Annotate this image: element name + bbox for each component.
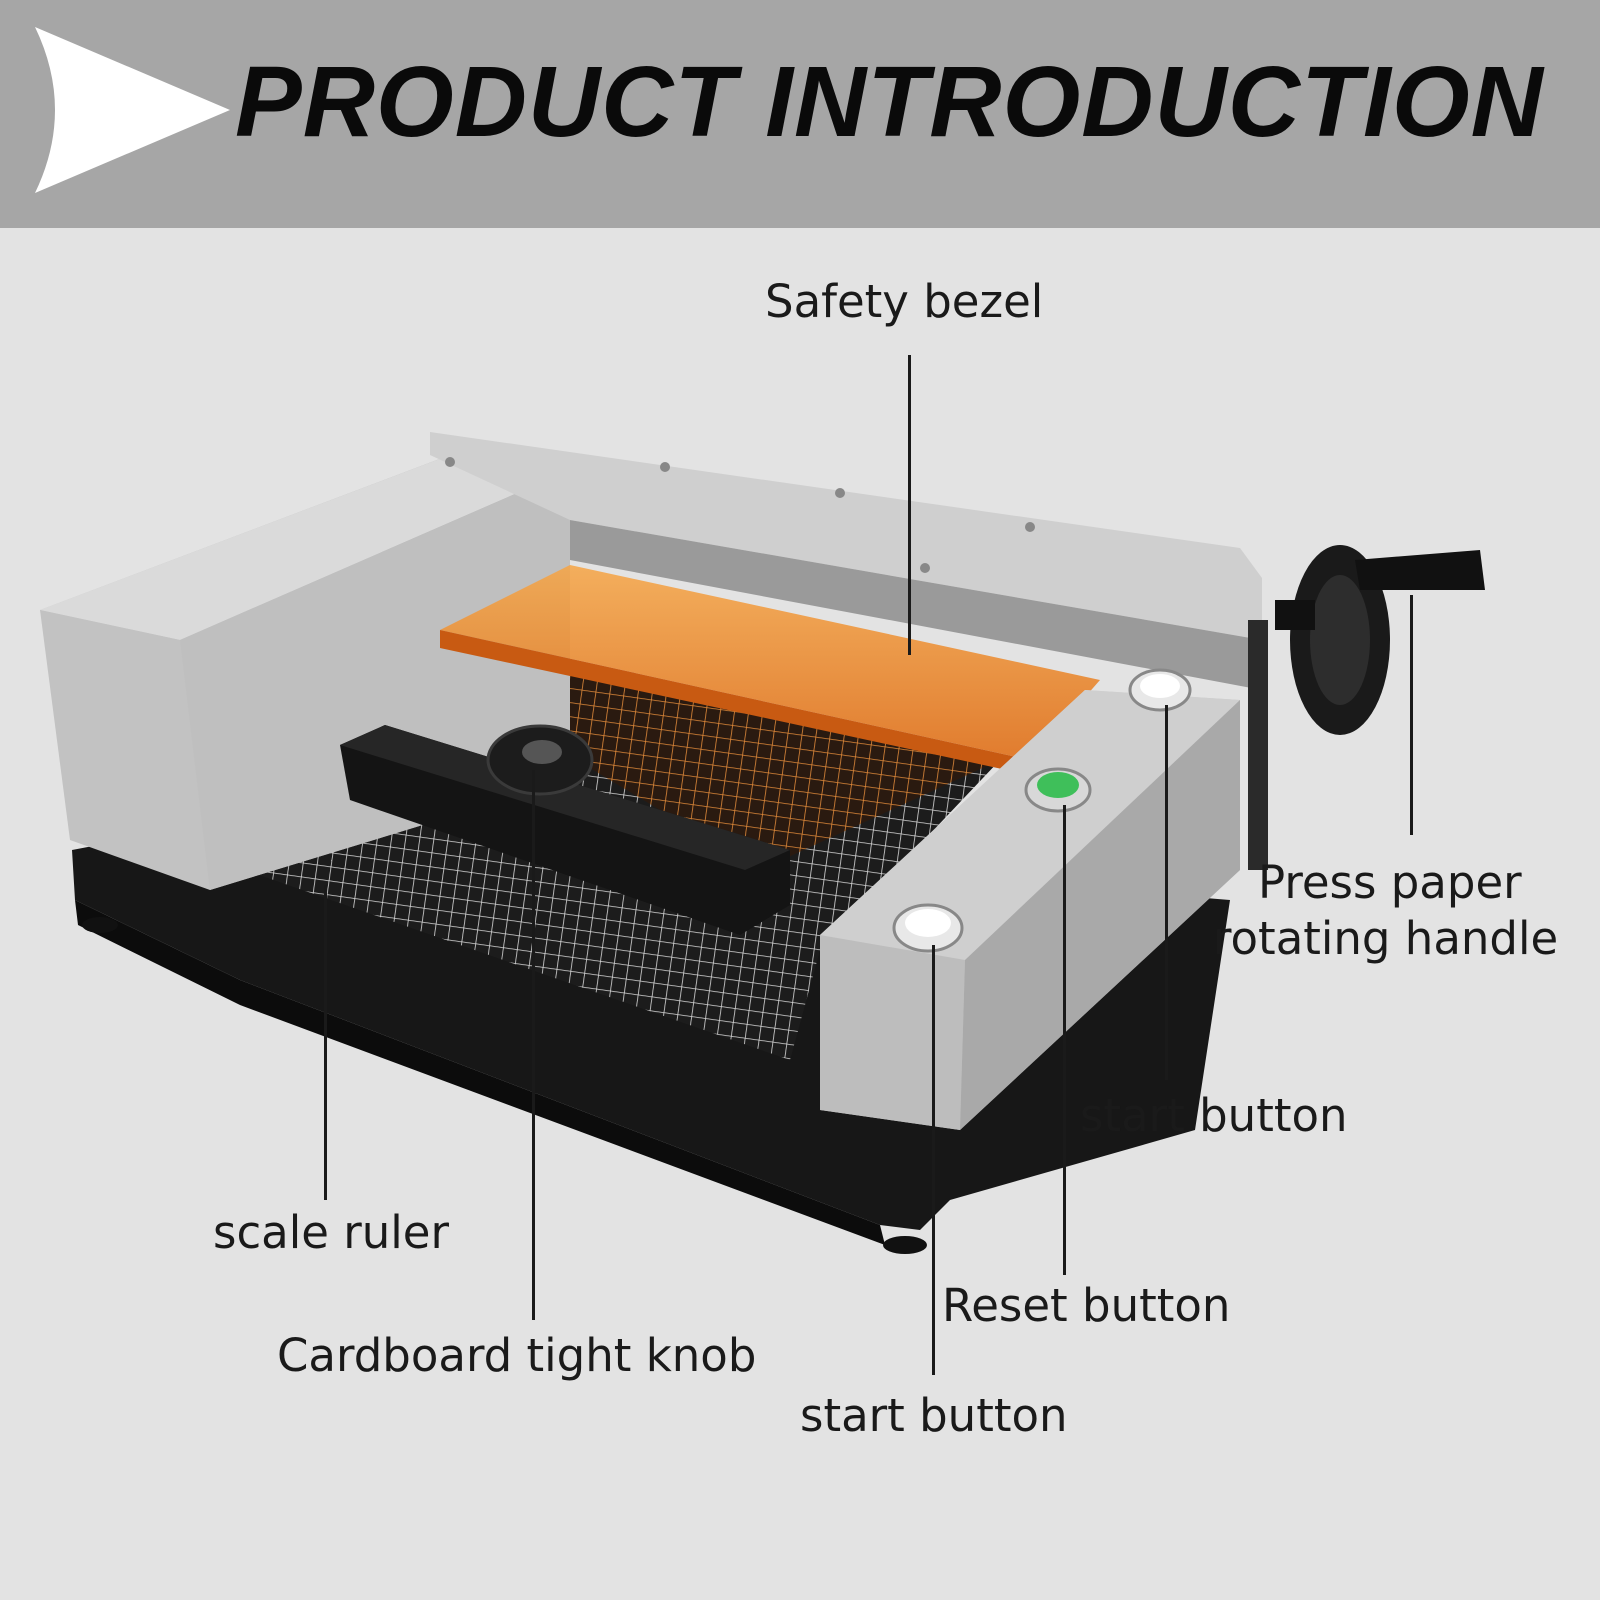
page-title: PRODUCT INTRODUCTION: [235, 46, 1544, 158]
start-button-bottom-shape: [892, 903, 964, 953]
leader-rotating-handle: [1410, 595, 1413, 835]
leader-scale-ruler: [324, 885, 327, 1200]
leader-reset-button: [1063, 805, 1066, 1275]
label-safety-bezel: Safety bezel: [765, 275, 1044, 328]
right-housing: [820, 690, 1240, 1130]
start-button-top-shape: [1128, 668, 1192, 712]
reset-button-shape: [1024, 767, 1092, 813]
label-start-button-lower: start button: [800, 1389, 1068, 1442]
leader-safety-bezel: [908, 355, 911, 655]
header-banner: PRODUCT INTRODUCTION: [0, 0, 1600, 228]
safety-bezel-shape: [440, 565, 1100, 775]
label-press-paper-handle: Press paper rotating handle: [1213, 855, 1558, 968]
leader-start-button-upper: [1165, 705, 1168, 1080]
back-gauge: [340, 724, 790, 935]
rear-frame: [430, 432, 1262, 690]
arrow-right-icon: [35, 27, 230, 193]
label-scale-ruler: scale ruler: [213, 1206, 449, 1259]
label-press-paper-line2: rotating handle: [1213, 912, 1559, 966]
paper-cutter-illustration: [40, 432, 1485, 1254]
label-cardboard-knob: Cardboard tight knob: [277, 1329, 757, 1382]
label-reset-button: Reset button: [942, 1279, 1231, 1332]
leader-start-button-lower: [932, 945, 935, 1375]
rotating-handle-shape: [1248, 545, 1485, 870]
label-start-button-upper: start button: [1080, 1089, 1348, 1142]
leader-cardboard-knob: [532, 770, 535, 1320]
label-press-paper-line1: Press paper: [1258, 856, 1522, 909]
